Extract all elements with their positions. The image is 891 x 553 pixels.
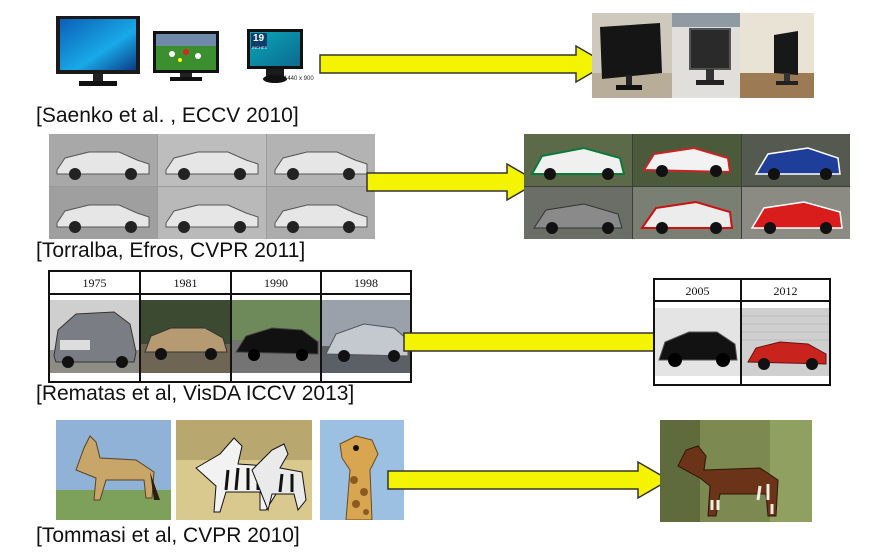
car-image-2012 bbox=[742, 308, 829, 376]
car-image-1990 bbox=[232, 300, 320, 373]
source-image-monitor-large bbox=[55, 15, 141, 87]
source-image-grayscale-sedans bbox=[49, 134, 375, 239]
citation-row-2: [Torralba, Efros, CVPR 2011] bbox=[36, 239, 306, 262]
target-year-grid bbox=[653, 278, 831, 386]
source-image-zebras bbox=[176, 420, 312, 520]
domain-shift-arrow-4 bbox=[387, 460, 671, 500]
citation-row-3: [Rematas et al, VisDA ICCV 2013] bbox=[36, 382, 355, 405]
source-image-giraffe bbox=[320, 420, 404, 520]
citation-row-4: [Tommasi et al, CVPR 2010] bbox=[36, 524, 300, 547]
source-image-monitor-small bbox=[246, 28, 312, 86]
year-label-1998: 1998 bbox=[354, 276, 378, 290]
year-label-2005: 2005 bbox=[685, 284, 710, 298]
target-image-okapi bbox=[660, 420, 812, 522]
car-image-1975 bbox=[50, 300, 139, 373]
domain-shift-arrow-3 bbox=[403, 322, 693, 362]
car-image-1981 bbox=[141, 300, 230, 373]
year-label-1990: 1990 bbox=[264, 276, 288, 290]
target-image-racing-cars bbox=[524, 134, 850, 239]
target-image-office-monitors bbox=[592, 13, 814, 98]
car-image-1998 bbox=[322, 300, 410, 373]
year-label-2012: 2012 bbox=[773, 284, 798, 298]
car-image-2005 bbox=[655, 308, 740, 376]
source-image-monitor-soccer bbox=[152, 30, 220, 82]
monitor-resolution-label: 1440 x 900 bbox=[284, 76, 314, 82]
monitor-size-label: 19 bbox=[253, 33, 265, 44]
domain-shift-arrow-2 bbox=[366, 162, 540, 202]
citation-row-1: [Saenko et al. , ECCV 2010] bbox=[36, 104, 299, 127]
domain-shift-arrow-1 bbox=[319, 44, 609, 84]
year-label-1975: 1975 bbox=[82, 276, 107, 290]
source-image-horse bbox=[56, 420, 171, 520]
monitor-unit-label: INCHES bbox=[252, 45, 268, 50]
year-label-1981: 1981 bbox=[173, 276, 198, 290]
